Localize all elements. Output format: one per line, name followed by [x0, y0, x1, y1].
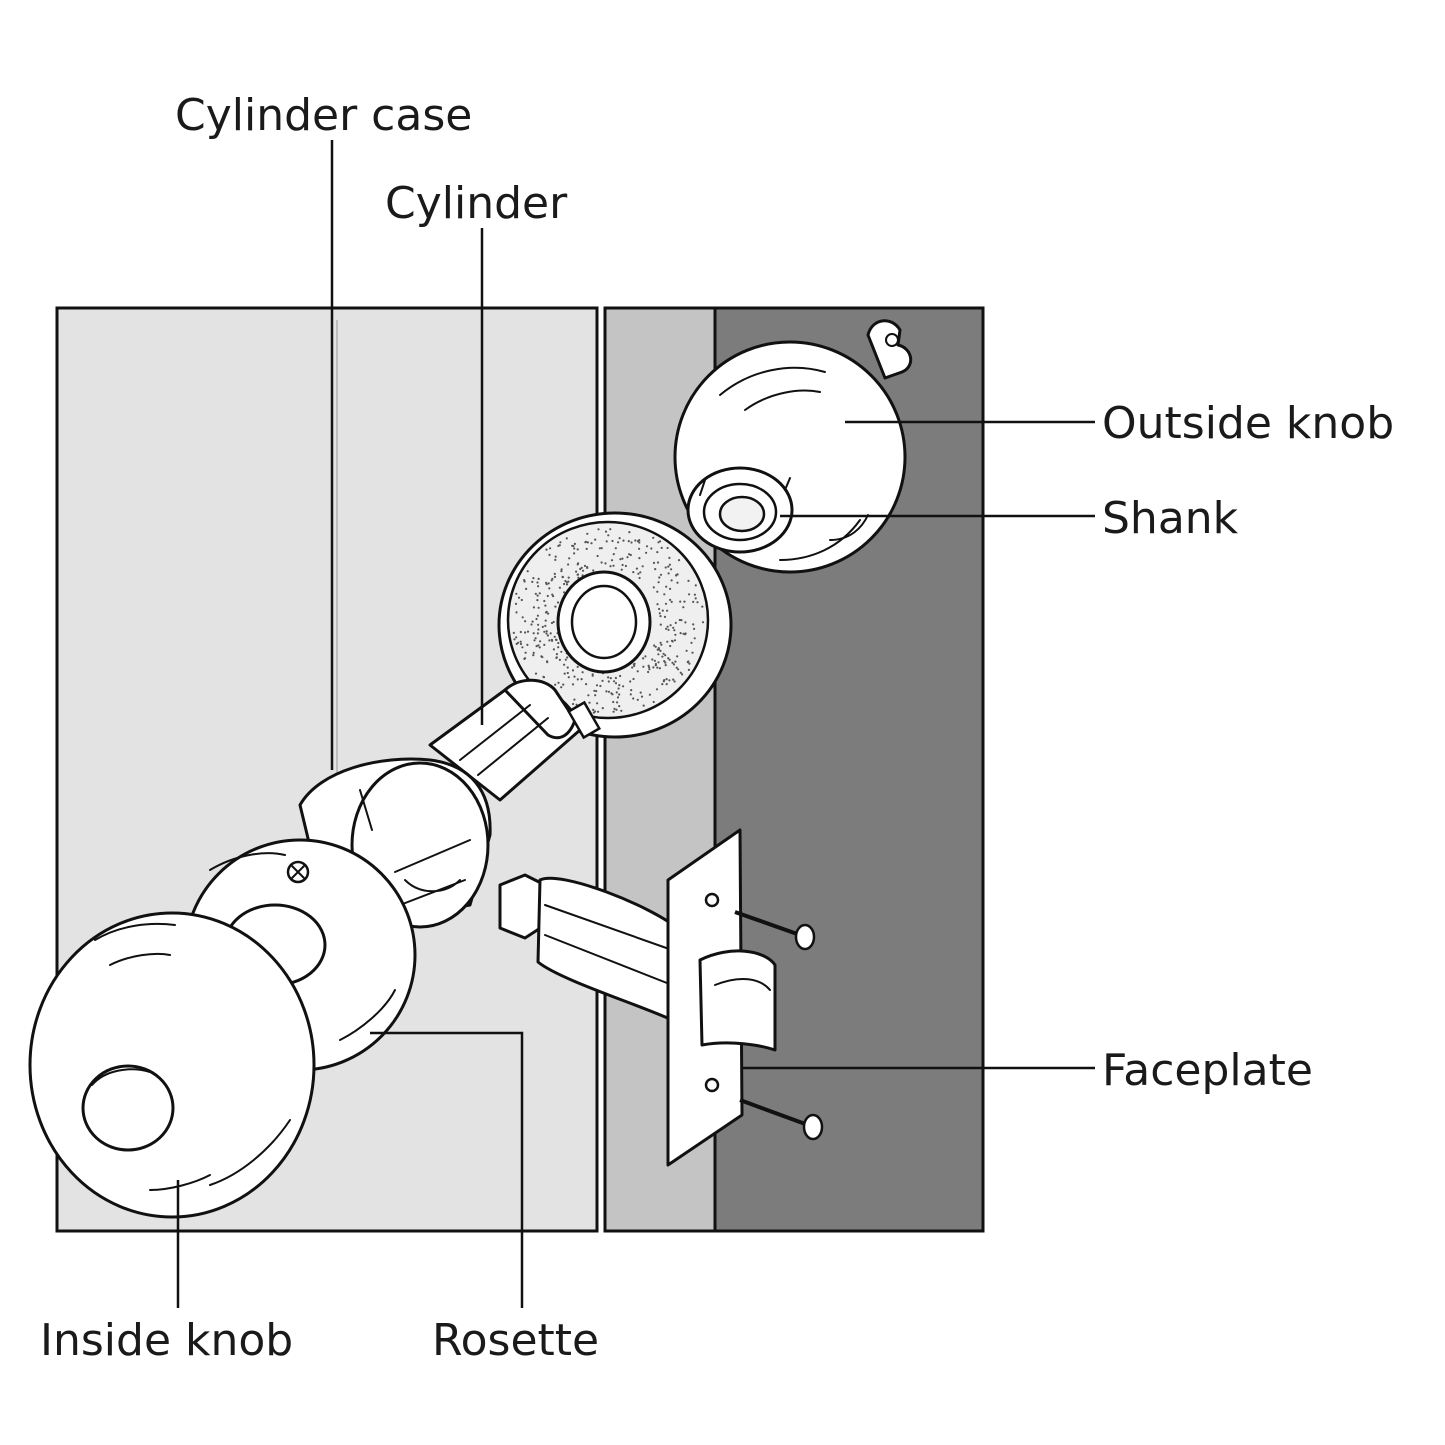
label-cylinder: Cylinder [385, 178, 568, 229]
leader-lines [176, 140, 1095, 1308]
inside-knob-push-button [81, 1064, 175, 1152]
inside-knob-part [28, 838, 417, 1219]
latch-assembly [498, 828, 824, 1167]
screw-bottom [739, 1098, 824, 1141]
leader-rosette [370, 1031, 524, 1308]
label-rosette: Rosette [432, 1315, 599, 1366]
rosette-texture [512, 528, 705, 714]
rosette-part [497, 511, 733, 739]
label-shank: Shank [1102, 493, 1239, 544]
label-outside-knob: Outside knob [1102, 398, 1394, 449]
screw-top [734, 910, 816, 951]
label-cylinder-case: Cylinder case [175, 90, 472, 141]
callout-labels: Cylinder case Cylinder Outside knob Shan… [40, 90, 1394, 1366]
outside-knob-part [673, 319, 913, 574]
cylinder-part [428, 678, 602, 802]
label-faceplate: Faceplate [1102, 1045, 1313, 1096]
label-inside-knob: Inside knob [40, 1315, 293, 1366]
